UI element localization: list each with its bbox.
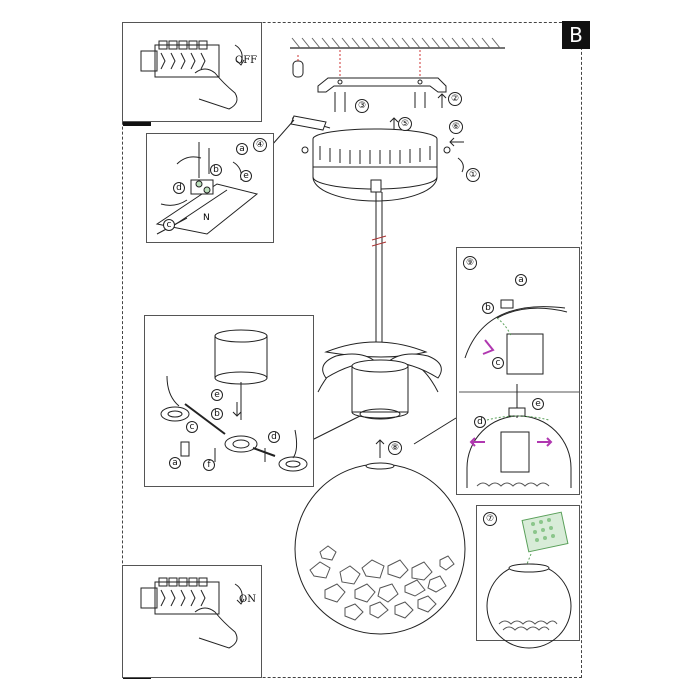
step-marker-9: ⑨ <box>463 256 477 270</box>
page-frame <box>122 22 582 678</box>
letter-marker-d-socket: d <box>268 431 280 443</box>
panel-crystal-fill <box>476 505 580 649</box>
socket-ring-illustration <box>160 329 308 472</box>
step-marker-3: ③ <box>355 99 369 113</box>
letter-marker-e-wiring: e <box>240 170 252 182</box>
glass-fixing-illustration <box>459 299 579 488</box>
letter-marker-a-wiring: a <box>236 143 248 155</box>
panel-glass-fixing <box>456 247 580 495</box>
svg-text:N: N <box>203 213 210 223</box>
letter-marker-a-glass: a <box>515 274 527 286</box>
panel-power-off: OFF <box>122 22 262 122</box>
power-off-illustration <box>140 40 245 110</box>
letter-marker-b-socket: b <box>211 408 223 420</box>
letter-marker-c-wiring: c <box>163 219 175 231</box>
letter-marker-b-wiring: b <box>210 164 222 176</box>
step-marker-7: ⑦ <box>483 512 497 526</box>
letter-marker-e-glass: e <box>532 398 544 410</box>
letter-marker-e-socket: e <box>211 389 223 401</box>
letter-marker-d-wiring: d <box>173 182 185 194</box>
letter-marker-d-glass: d <box>474 416 486 428</box>
step-marker-8: ⑧ <box>388 441 402 455</box>
switch-off-label: OFF <box>235 55 258 66</box>
step-marker-6: ⑥ <box>449 120 463 134</box>
wiring-illustration: N <box>155 142 259 235</box>
panel-power-on: ON <box>122 565 262 678</box>
letter-marker-c-glass: c <box>492 357 504 369</box>
letter-marker-b-glass: b <box>482 302 494 314</box>
step-marker-4: ④ <box>253 138 267 152</box>
letter-marker-a-socket: a <box>169 457 181 469</box>
step-marker-2: ② <box>448 92 462 106</box>
switch-on-label: ON <box>239 594 256 605</box>
step-marker-1: ① <box>466 168 480 182</box>
letter-marker-c-socket: c <box>186 421 198 433</box>
crystal-fill-illustration <box>486 511 572 649</box>
power-on-illustration <box>140 577 245 649</box>
step-marker-5: ⑤ <box>398 117 412 131</box>
corner-label-b: B <box>562 21 590 49</box>
letter-marker-f-socket: f <box>203 459 215 471</box>
